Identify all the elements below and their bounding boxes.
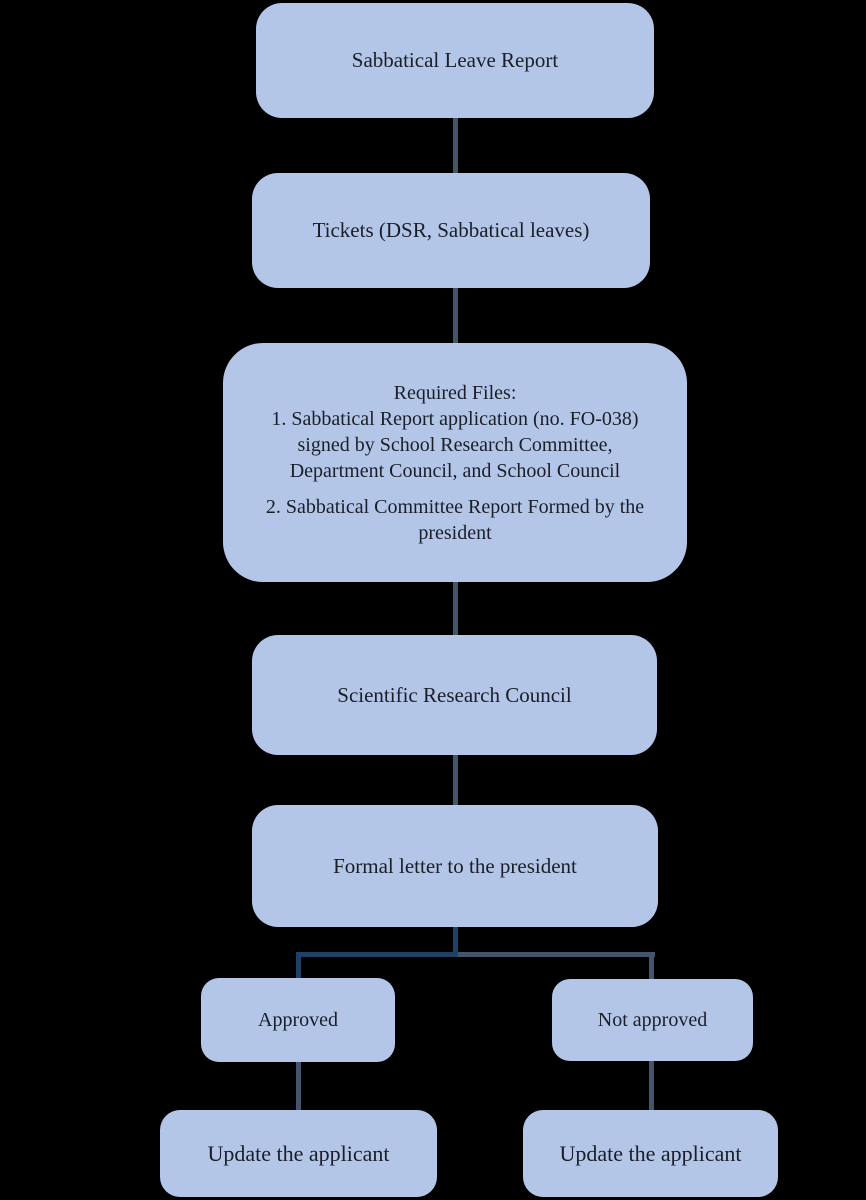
node-label: Not approved [597,1008,708,1031]
node-tickets: Tickets (DSR, Sabbatical leaves) [252,173,650,288]
branch-drop-approved [296,952,301,978]
node-label: Scientific Research Council [337,682,572,707]
node-label: Formal letter to the president [333,853,577,878]
required-files-text: Required Files: 1. Sabbatical Report app… [266,380,644,546]
node-formal-letter: Formal letter to the president [252,805,658,927]
required-files-item1-line3: Department Council, and School Council [289,459,621,482]
connector-approved-update [296,1062,301,1110]
connector-required-council [453,582,458,635]
required-files-heading: Required Files: [393,381,517,404]
connector-council-letter [453,755,458,805]
node-scientific-research-council: Scientific Research Council [252,635,657,755]
node-label: Approved [258,1008,338,1031]
node-not-approved: Not approved [552,979,753,1061]
node-label: Update the applicant [559,1140,742,1166]
node-update-applicant-left: Update the applicant [160,1110,437,1197]
connector-not-approved-update [649,1061,654,1110]
required-files-item2-line1: 2. Sabbatical Committee Report Formed by… [265,495,645,518]
branch-line-right [458,952,655,957]
node-label: Update the applicant [207,1140,390,1166]
required-files-item1-line1: 1. Sabbatical Report application (no. FO… [271,407,639,430]
required-files-item2-line2: president [418,521,492,544]
node-label: Sabbatical Leave Report [351,48,559,72]
branch-line-left [296,952,458,957]
node-approved: Approved [201,978,395,1062]
connector-report-tickets [453,118,458,173]
node-required-files: Required Files: 1. Sabbatical Report app… [223,343,687,582]
node-update-applicant-right: Update the applicant [523,1110,778,1197]
node-label: Tickets (DSR, Sabbatical leaves) [312,218,590,242]
required-files-item1-line2: signed by School Research Committee, [297,433,613,456]
connector-tickets-required [453,288,458,343]
connector-letter-branch [453,927,458,957]
node-sabbatical-leave-report: Sabbatical Leave Report [256,3,654,118]
branch-drop-not-approved [649,952,654,979]
